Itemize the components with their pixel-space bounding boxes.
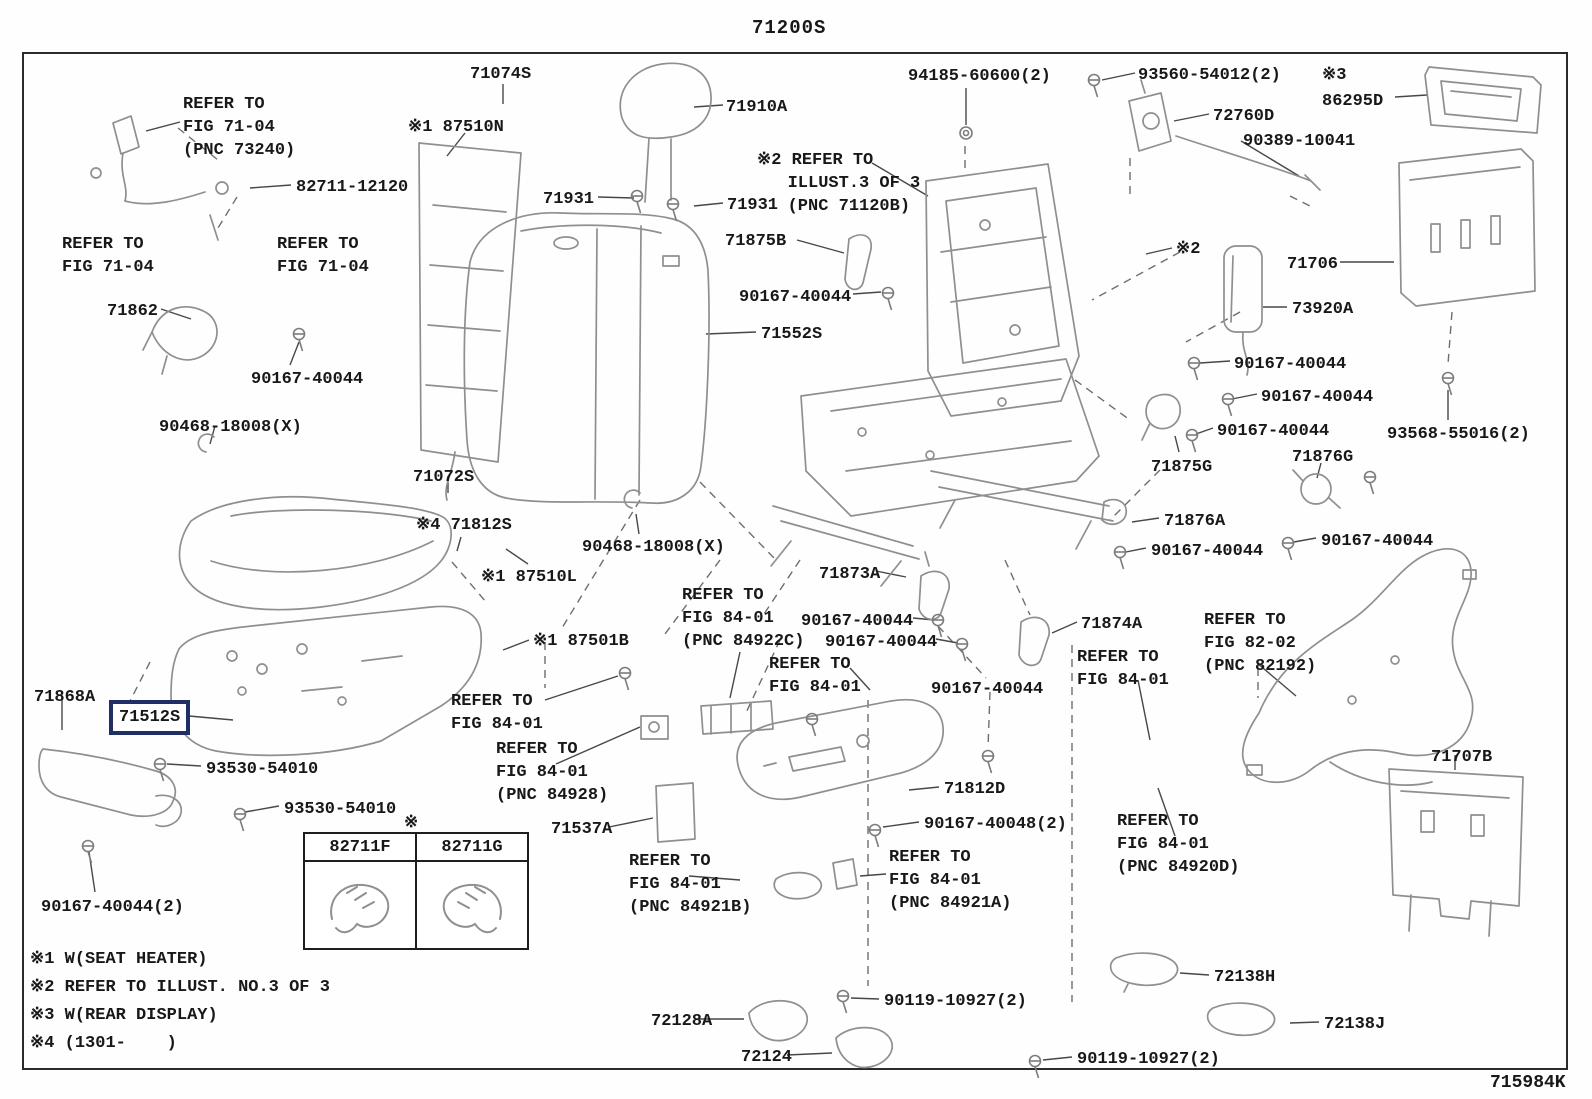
diagram-title: 71200S: [752, 17, 827, 39]
part-number-label[interactable]: 72760D: [1213, 107, 1275, 126]
part-number-label[interactable]: 71931: [543, 190, 595, 209]
legend-note: ※3 W(REAR DISPLAY): [30, 1006, 218, 1025]
part-number-label[interactable]: 71072S: [413, 468, 475, 487]
part-number-label[interactable]: 71876A: [1164, 512, 1226, 531]
legend-note: ※1 W(SEAT HEATER): [30, 950, 208, 969]
clip-part-number[interactable]: 82711F: [303, 832, 417, 862]
part-number-label[interactable]: 71931: [727, 196, 779, 215]
part-number-label[interactable]: 93568-55016(2): [1387, 425, 1530, 444]
part-number-label[interactable]: 71875G: [1151, 458, 1213, 477]
part-number-label[interactable]: 73920A: [1292, 300, 1354, 319]
part-number-label[interactable]: 93530-54010: [206, 760, 319, 779]
diagram-frame-border: [22, 52, 1568, 1070]
part-number-label[interactable]: 90167-40044: [1151, 542, 1264, 561]
reference-note: REFER TO FIG 84-01 (PNC 84928): [496, 740, 609, 805]
part-number-label[interactable]: 71876G: [1292, 448, 1354, 467]
reference-note: REFER TO FIG 84-01: [451, 692, 543, 734]
reference-note: REFER TO FIG 84-01: [769, 655, 861, 697]
reference-note: REFER TO FIG 71-04: [277, 235, 369, 277]
part-number-label[interactable]: 72138J: [1324, 1015, 1386, 1034]
reference-note: REFER TO FIG 71-04: [62, 235, 154, 277]
part-number-label[interactable]: ※1 87510N: [408, 118, 504, 137]
part-number-label[interactable]: 71868A: [34, 688, 96, 707]
legend-note: ※2 REFER TO ILLUST. NO.3 OF 3: [30, 978, 330, 997]
spring-clip-icon: [303, 860, 417, 950]
part-number-label[interactable]: 90167-40044: [1321, 532, 1434, 551]
part-number-label[interactable]: 90167-40044: [1261, 388, 1374, 407]
part-number-label[interactable]: 90468-18008(X): [159, 418, 302, 437]
reference-note: REFER TO FIG 84-01 (PNC 84921B): [629, 852, 752, 917]
part-number-label[interactable]: 90119-10927(2): [1077, 1050, 1220, 1069]
part-number-label[interactable]: 90167-40044: [1217, 422, 1330, 441]
part-number-label[interactable]: 90167-40044: [251, 370, 364, 389]
part-number-label[interactable]: ※4 71812S: [416, 516, 512, 535]
part-number-label[interactable]: 94185-60600(2): [908, 67, 1051, 86]
part-number-label[interactable]: 71875B: [725, 232, 787, 251]
part-number-label[interactable]: 86295D: [1322, 92, 1384, 111]
marker-symbol: ※: [404, 814, 419, 833]
part-number-label[interactable]: 90167-40044: [739, 288, 852, 307]
part-number-label[interactable]: 93560-54012(2): [1138, 66, 1281, 85]
part-number-label[interactable]: 71707B: [1431, 748, 1493, 767]
reference-note: REFER TO FIG 84-01: [1077, 648, 1169, 690]
part-number-label[interactable]: 93530-54010: [284, 800, 397, 819]
part-number-label[interactable]: 71812D: [944, 780, 1006, 799]
part-number-label[interactable]: ※1 87501B: [533, 632, 629, 651]
part-number-label[interactable]: 90167-40044: [931, 680, 1044, 699]
part-number-label[interactable]: 71074S: [470, 65, 532, 84]
part-number-label[interactable]: 82711-12120: [296, 178, 409, 197]
clip-part-number[interactable]: 82711G: [415, 832, 529, 862]
part-number-label[interactable]: 71512S: [109, 700, 191, 735]
reference-note: REFER TO FIG 84-01 (PNC 84921A): [889, 848, 1012, 913]
part-number-label[interactable]: 90119-10927(2): [884, 992, 1027, 1011]
reference-note: REFER TO FIG 71-04 (PNC 73240): [183, 95, 296, 160]
spring-clip-icon: [415, 860, 529, 950]
part-number-label[interactable]: 71873A: [819, 565, 881, 584]
part-number-label[interactable]: 72124: [741, 1048, 793, 1067]
part-number-label[interactable]: 71874A: [1081, 615, 1143, 634]
reference-note: REFER TO FIG 84-01 (PNC 84920D): [1117, 812, 1240, 877]
part-number-label[interactable]: 71537A: [551, 820, 613, 839]
part-number-label[interactable]: 71862: [107, 302, 159, 321]
part-number-label[interactable]: 90167-40048(2): [924, 815, 1067, 834]
part-number-label[interactable]: 72138H: [1214, 968, 1276, 987]
drawing-code: 715984K: [1490, 1073, 1566, 1093]
seat-line-art: [38, 62, 1542, 1069]
reference-note: ※2 REFER TO ILLUST.3 OF 3 (PNC 71120B): [757, 151, 921, 216]
part-number-label[interactable]: 72128A: [651, 1012, 713, 1031]
marker-symbol: ※2: [1176, 240, 1201, 259]
part-number-label[interactable]: ※1 87510L: [481, 568, 577, 587]
construction-lines: [111, 127, 1453, 1002]
part-number-label[interactable]: 90167-40044: [825, 633, 938, 652]
part-number-label[interactable]: 71706: [1287, 255, 1339, 274]
legend-note: ※4 (1301- ): [30, 1034, 177, 1053]
part-number-label[interactable]: 90167-40044(2): [41, 898, 184, 917]
marker-symbol: ※3: [1322, 66, 1347, 85]
part-number-label[interactable]: 90468-18008(X): [582, 538, 725, 557]
clip-variant-table: 82711F 82711G: [303, 832, 529, 950]
reference-note: REFER TO FIG 82-02 (PNC 82192): [1204, 611, 1317, 676]
part-number-label[interactable]: 90389-10041: [1243, 132, 1356, 151]
part-number-label[interactable]: 71552S: [761, 325, 823, 344]
part-number-label[interactable]: 71910A: [726, 98, 788, 117]
legend: ※1 W(SEAT HEATER) ※2 REFER TO ILLUST. NO.…: [30, 946, 330, 1058]
part-number-label[interactable]: 90167-40044: [801, 612, 914, 631]
reference-note: REFER TO FIG 84-01 (PNC 84922C): [682, 586, 805, 651]
part-number-label[interactable]: 90167-40044: [1234, 355, 1347, 374]
